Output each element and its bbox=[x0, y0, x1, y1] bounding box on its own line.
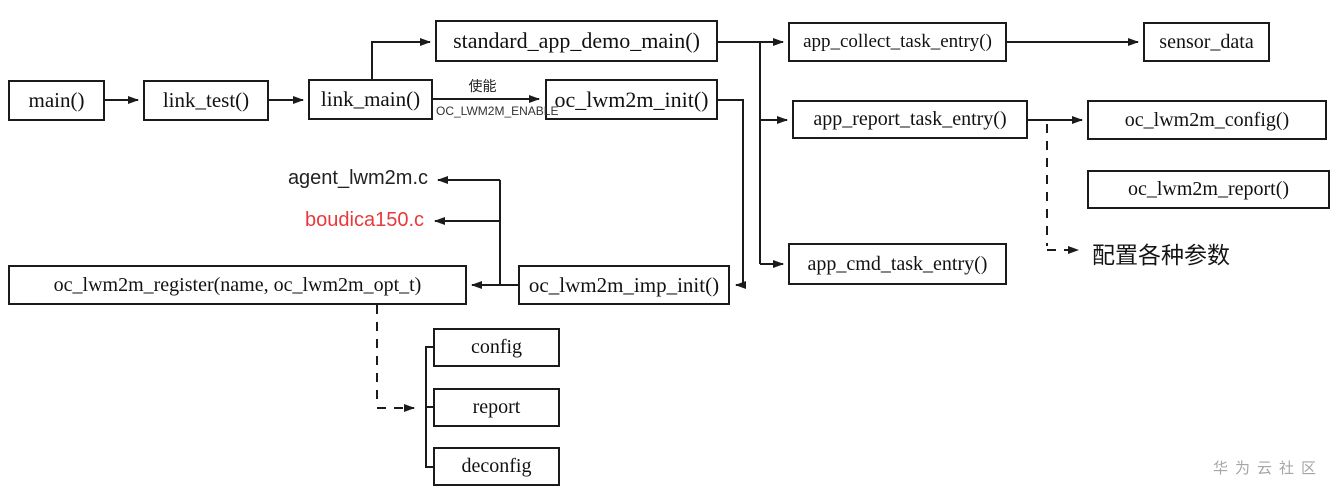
node-standard-app-demo-main: standard_app_demo_main() bbox=[435, 20, 718, 62]
node-app-cmd-task-entry: app_cmd_task_entry() bbox=[788, 243, 1007, 285]
node-main: main() bbox=[8, 80, 105, 121]
node-oc-lwm2m-register: oc_lwm2m_register(name, oc_lwm2m_opt_t) bbox=[8, 265, 467, 305]
edge-init-to-imp-init bbox=[718, 99, 746, 289]
node-oc-lwm2m-config: oc_lwm2m_config() bbox=[1087, 100, 1327, 140]
node-oc-lwm2m-report: oc_lwm2m_report() bbox=[1087, 170, 1330, 209]
node-link-main: link_main() bbox=[308, 79, 433, 120]
node-oc-lwm2m-init: oc_lwm2m_init() bbox=[545, 79, 718, 120]
file-label-boudica150: boudica150.c bbox=[305, 209, 424, 231]
node-deconfig-op: deconfig bbox=[433, 447, 560, 486]
annotation-config-params: 配置各种参数 bbox=[1092, 242, 1230, 268]
node-report-op: report bbox=[433, 388, 560, 427]
node-app-report-task-entry: app_report_task_entry() bbox=[792, 100, 1028, 139]
file-label-agent-lwm2m: agent_lwm2m.c bbox=[287, 167, 428, 189]
edge-link-main-to-standard bbox=[371, 38, 431, 80]
edge-label-enable: 使能 bbox=[468, 78, 497, 94]
node-link-test: link_test() bbox=[143, 80, 269, 121]
node-oc-lwm2m-imp-init: oc_lwm2m_imp_init() bbox=[518, 265, 730, 305]
edge-label-enable-macro: OC_LWM2M_ENABLE bbox=[436, 104, 559, 118]
node-sensor-data: sensor_data bbox=[1143, 22, 1270, 62]
watermark-huawei-cloud: 华为云社区 bbox=[1213, 460, 1324, 477]
node-config-op: config bbox=[433, 328, 560, 367]
node-app-collect-task-entry: app_collect_task_entry() bbox=[788, 22, 1007, 62]
